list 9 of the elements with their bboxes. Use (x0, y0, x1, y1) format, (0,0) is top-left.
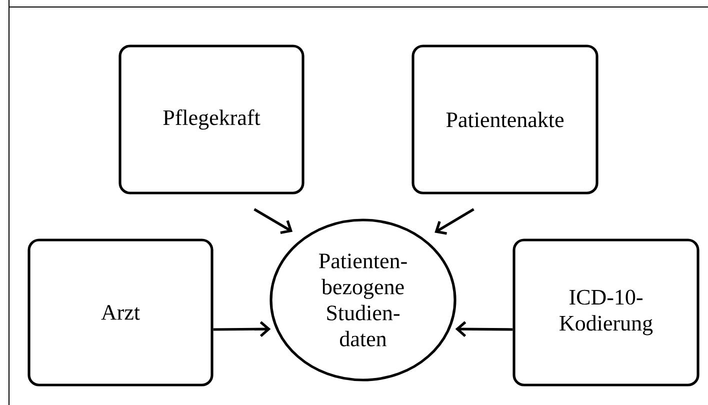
process-box: Pflegekraft (118, 44, 304, 194)
ellipse-node: Patienten- bezogene Studien- daten (270, 218, 456, 382)
process-box: Patientenakte (412, 44, 598, 194)
arrow (434, 208, 474, 235)
arrow (254, 208, 293, 234)
process-box: Arzt (28, 238, 214, 386)
process-box: ICD-10- Kodierung (512, 238, 700, 386)
arrow (213, 321, 271, 338)
arrow (455, 321, 513, 338)
